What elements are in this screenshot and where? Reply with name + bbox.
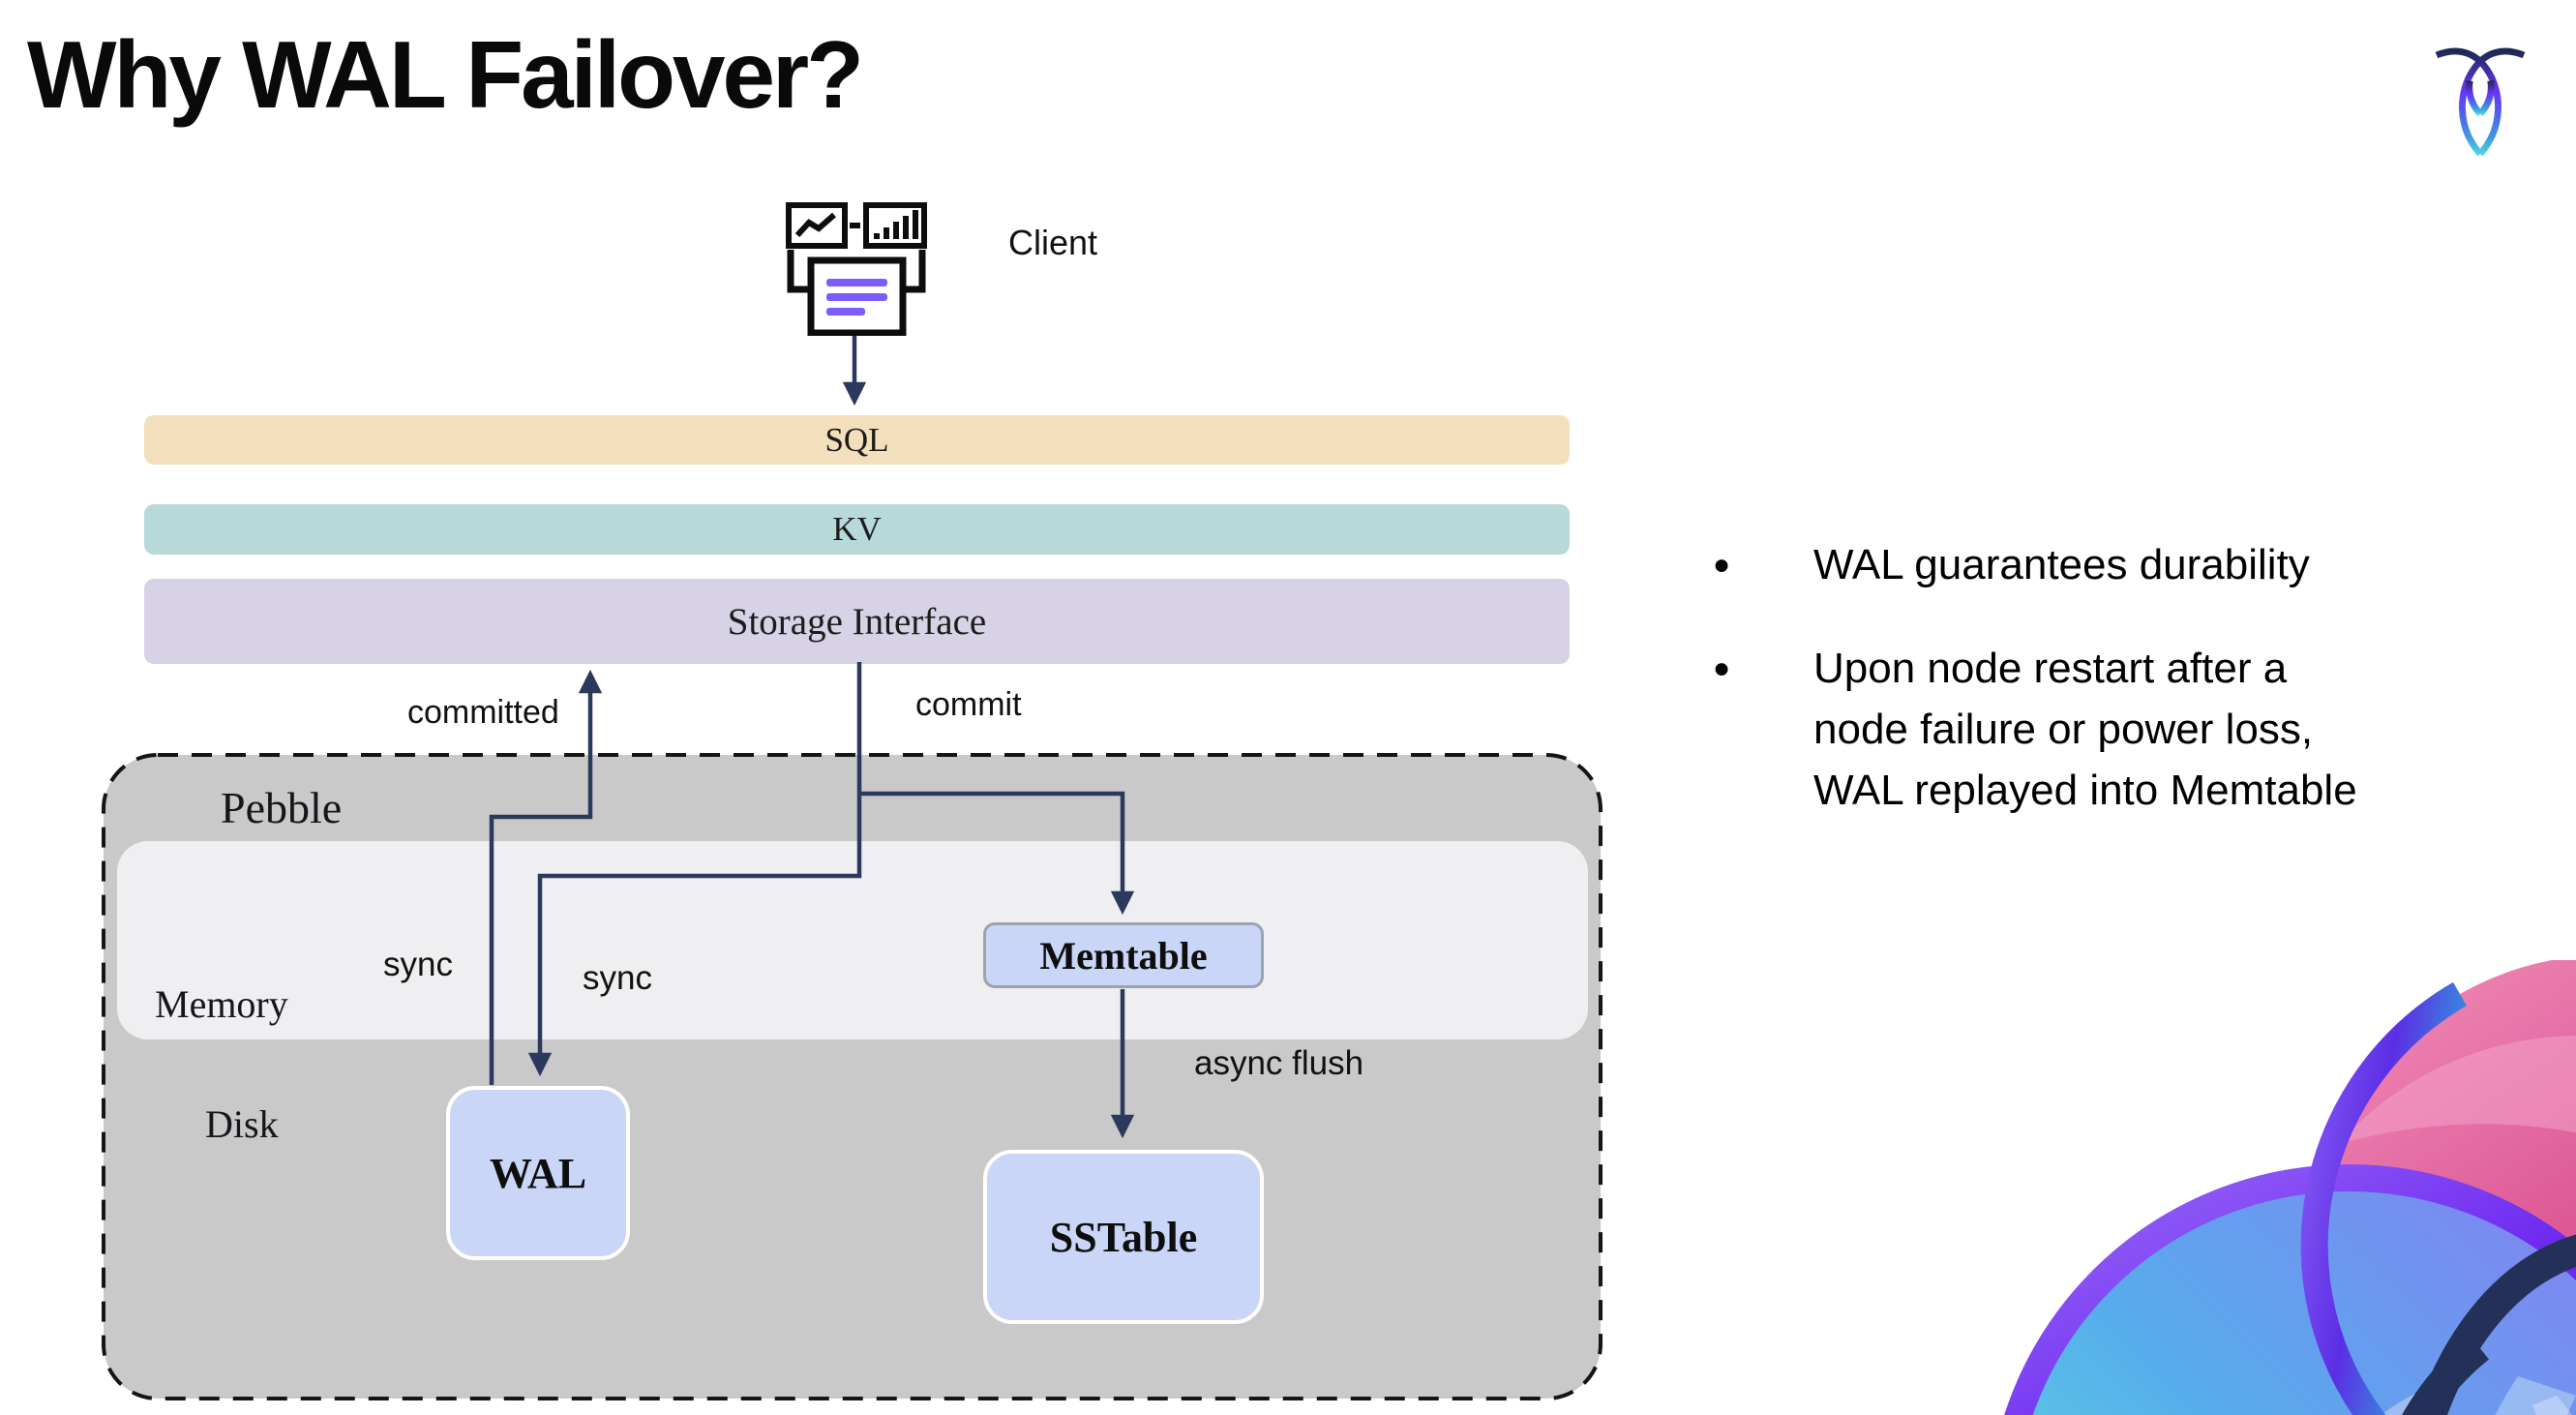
commit-edge-label: commit <box>915 686 1022 723</box>
list-item: ● WAL guarantees durability <box>1713 534 2555 595</box>
logo-left-antenna <box>2435 47 2501 157</box>
sstable-node-label: SSTable <box>1049 1213 1198 1261</box>
kv-layer-label: KV <box>832 510 882 548</box>
sql-layer-bar: SQL <box>144 415 1570 465</box>
left-bracket <box>787 250 808 293</box>
client-label: Client <box>1008 223 1098 262</box>
memtable-node: Memtable <box>983 922 1264 988</box>
async-flush-edge-label: async flush <box>1194 1044 1364 1082</box>
disk-label: Disk <box>205 1102 279 1146</box>
line-chart-icon <box>786 202 848 249</box>
navy-leaf-curves <box>2402 1234 2576 1415</box>
leaf-petal-light <box>2495 1376 2576 1415</box>
cockroachdb-logo-icon <box>2435 47 2526 157</box>
sync-right-edge-label: sync <box>583 959 652 997</box>
sstable-node: SSTable <box>983 1150 1264 1324</box>
logo-right-vein <box>2477 79 2495 117</box>
page-title: Why WAL Failover? <box>27 21 864 128</box>
pink-sphere-highlight <box>2339 1036 2576 1144</box>
line-chart-glyph <box>794 212 836 238</box>
dash-connector <box>850 223 860 228</box>
bullet-line: node failure or power loss, <box>1813 706 2314 753</box>
commit-to-wal-arrow <box>527 662 862 1077</box>
leaf-petal-white <box>2532 1396 2573 1415</box>
bullet-dot-icon: ● <box>1713 549 1731 581</box>
wal-node-label: WAL <box>489 1149 587 1197</box>
bullet-text: WAL guarantees durability <box>1813 541 2310 588</box>
memory-band <box>117 841 1588 1039</box>
bullet-dot-icon: ● <box>1713 652 1731 684</box>
right-bracket <box>905 250 926 293</box>
bullet-list: ● WAL guarantees durability ● Upon node … <box>1713 534 2555 863</box>
bar-chart-glyph <box>874 210 918 239</box>
pebble-title: Pebble <box>221 783 343 832</box>
committed-edge-label: committed <box>407 694 559 731</box>
client-devices-icon <box>786 202 927 336</box>
committed-arrow <box>489 669 603 1085</box>
kv-layer-bar: KV <box>144 504 1570 555</box>
document-lines <box>826 279 887 316</box>
memory-label: Memory <box>155 982 288 1026</box>
bullet-line: Upon node restart after a <box>1813 645 2288 692</box>
storage-interface-layer-bar: Storage Interface <box>144 579 1570 664</box>
pink-sphere-rim <box>2300 981 2467 1415</box>
storage-interface-label: Storage Interface <box>727 600 987 643</box>
bullet-text: Upon node restart after a node failure o… <box>1813 638 2357 821</box>
teal-sphere-rim <box>2004 1164 2576 1415</box>
commit-to-memtable-arrow <box>859 791 1135 916</box>
logo-right-antenna <box>2459 47 2526 157</box>
sql-layer-label: SQL <box>824 420 889 459</box>
list-item: ● Upon node restart after a node failure… <box>1713 638 2555 821</box>
sync-left-edge-label: sync <box>383 946 453 983</box>
bullet-line: WAL replayed into Memtable <box>1813 767 2357 814</box>
memtable-node-label: Memtable <box>1039 933 1208 978</box>
brand-sphere-artwork-icon <box>2004 960 2576 1415</box>
wal-node: WAL <box>446 1086 630 1260</box>
